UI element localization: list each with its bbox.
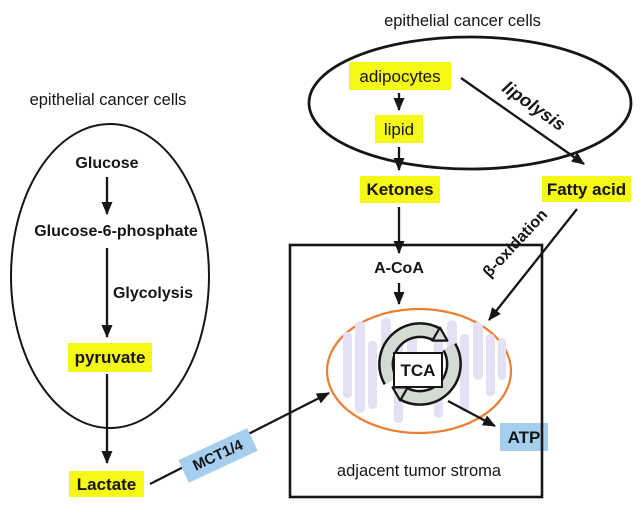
glucose-node: Glucose xyxy=(60,155,154,173)
acoa-node: A-CoA xyxy=(369,260,429,278)
left-cell-title: epithelial cancer cells xyxy=(23,91,193,110)
acoa-label: A-CoA xyxy=(374,260,424,277)
tumor-stroma-box xyxy=(288,243,544,499)
stroma-title: adjacent tumor stroma xyxy=(330,462,508,481)
arrow-tca-to-atp xyxy=(447,399,496,428)
right-cancer-cell-membrane xyxy=(307,35,633,171)
glucose-6-phosphate-label: Glucose-6-phosphate xyxy=(34,223,198,240)
lactate-node: Lactate xyxy=(69,471,144,497)
ketones-node: Ketones xyxy=(360,176,440,203)
pyruvate-label: pyruvate xyxy=(74,348,146,367)
pyruvate-node: pyruvate xyxy=(68,343,152,372)
glucose-label: Glucose xyxy=(75,155,139,172)
arrow-fatty-acid-to-mitochondrion xyxy=(488,208,578,321)
tca-label: TCA xyxy=(400,360,436,380)
glucose-6-phosphate-node: Glucose-6-phosphate xyxy=(34,223,198,241)
lipid-node: lipid xyxy=(375,115,423,143)
right-cell-title-text: epithelial cancer cells xyxy=(384,12,541,31)
tca-cycle-arrowhead-top xyxy=(431,326,449,342)
lipid-label: lipid xyxy=(383,119,415,139)
left-cell-title-text: epithelial cancer cells xyxy=(29,91,187,110)
glycolysis-label: Glycolysis xyxy=(112,285,194,302)
stroma-title-text: adjacent tumor stroma xyxy=(336,462,502,481)
atp-label: ATP xyxy=(507,427,541,447)
ketones-label: Ketones xyxy=(366,180,434,199)
lactate-label: Lactate xyxy=(76,474,137,494)
fatty-acid-node: Fatty acid xyxy=(542,176,631,202)
tca-node: TCA xyxy=(393,352,443,388)
adipocytes-node: adipocytes xyxy=(349,62,451,90)
glycolysis-label-node: Glycolysis xyxy=(111,285,195,303)
right-cell-title: epithelial cancer cells xyxy=(377,12,548,31)
tca-cycle-arrows xyxy=(378,322,462,406)
atp-node: ATP xyxy=(500,423,548,451)
mitochondrion-outline xyxy=(325,307,513,435)
adipocytes-label: adipocytes xyxy=(359,66,441,86)
left-cancer-cell-membrane xyxy=(10,123,210,429)
arrow-lipolysis-to-fatty-acid xyxy=(460,77,585,165)
fatty-acid-label: Fatty acid xyxy=(546,179,627,199)
